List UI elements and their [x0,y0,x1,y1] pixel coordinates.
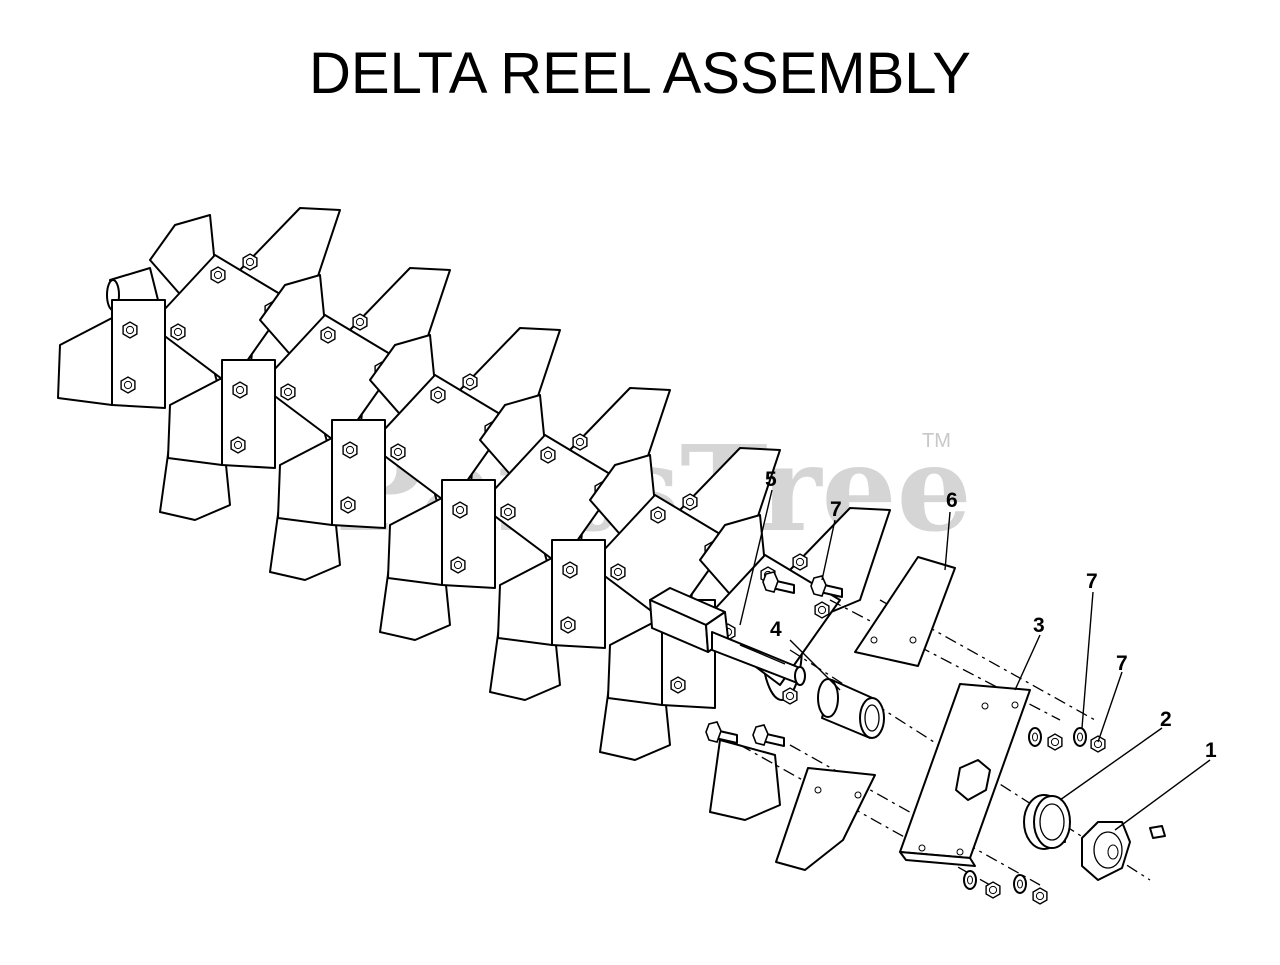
leader-line-3 [1014,634,1041,691]
hex-bolt [752,724,785,747]
callout-5[interactable]: 5 [765,468,777,491]
leader-line-5 [739,489,773,626]
hex-nut [462,373,478,391]
hex-bolt [810,575,843,598]
reel-mount-plate [441,479,496,589]
reel-mount-plate [111,299,166,409]
shaft-part-5 [649,587,806,686]
reel-wing-plate [167,377,223,466]
lock-nut [1032,887,1048,905]
hex-nut [450,556,466,574]
hex-nut [242,253,258,271]
reel-blade-station [607,507,891,821]
flat-washer [1073,727,1087,747]
reel-mount-plate [331,419,386,529]
exploded-hardware [649,556,1166,886]
reel-assembly-drawing [57,207,891,821]
lock-collar-part-1 [1081,821,1166,881]
flat-washer [963,870,977,890]
callout-leaders [739,489,1211,831]
leader-line-7a [821,519,836,581]
reel-mount-plate [221,359,276,469]
leader-line-4 [789,639,841,691]
flat-washer [1013,874,1027,894]
hex-nut [540,446,556,464]
lock-nut [1090,735,1106,753]
leader-line-7c [1097,671,1123,743]
hex-nut [814,601,830,619]
hex-nut [1090,735,1106,753]
leader-line-7b [1081,591,1094,729]
hex-nut [342,441,358,459]
hex-nut [320,326,336,344]
reel-wing-plate [497,557,553,646]
hex-nut [670,676,686,694]
callout-3[interactable]: 3 [1033,614,1045,637]
reel-mount-plate [551,539,606,649]
hex-nut [650,506,666,524]
callout-7[interactable]: 7 [1086,570,1098,593]
reel-wing-plate [607,617,663,706]
hex-nut [452,501,468,519]
hex-nut [610,563,626,581]
bolt-axis-line [829,599,1061,721]
hex-nut [500,503,516,521]
bearing-flange-part-3 [899,683,1031,867]
hex-nut [230,436,246,454]
hex-nut [1047,733,1063,751]
callout-7[interactable]: 7 [1116,652,1128,675]
hex-bolt [762,571,795,594]
lock-nut [1047,733,1063,751]
blade-plate-lower [775,767,876,871]
hex-nut [390,443,406,461]
lock-nut [985,881,1001,899]
bolt-axis-line [879,599,1096,721]
hex-nut [170,323,186,341]
fastener-hardware [705,571,1106,905]
callout-6[interactable]: 6 [946,489,958,512]
hex-nut [210,266,226,284]
hex-nut [1032,887,1048,905]
leader-line-1 [1114,759,1211,831]
bearing-part-2 [1023,794,1071,850]
reel-wing-plate [277,437,333,526]
hex-nut [120,376,136,394]
reel-blade [709,739,781,821]
bolt-axis-line [739,744,991,886]
hex-nut [352,313,368,331]
reel-wing-plate [57,317,113,406]
hex-nut [572,433,588,451]
flat-washer [1028,727,1042,747]
page-title: DELTA REEL ASSEMBLY [309,41,971,106]
hex-nut [985,881,1001,899]
leader-line-2 [1059,727,1163,801]
hex-nut [792,553,808,571]
callout-1[interactable]: 1 [1205,739,1217,762]
hex-nut [682,493,698,511]
callout-4[interactable]: 4 [770,618,782,641]
hex-nut [562,561,578,579]
callout-7[interactable]: 7 [830,498,842,521]
hex-nut [232,381,248,399]
leader-line-6 [944,511,951,571]
hex-nut [430,386,446,404]
hex-nut [122,321,138,339]
hex-nut [340,496,356,514]
callout-labels: 5 4 6 7 3 7 7 2 1 [765,468,1217,762]
bushing-part-4 [817,678,885,739]
hex-nut [782,687,798,705]
watermark-trademark: TM [922,430,951,452]
blade-plate-part-6 [854,556,956,667]
hex-nut [280,383,296,401]
callout-2[interactable]: 2 [1160,708,1172,731]
hex-nut [560,616,576,634]
hex-bolt [705,721,738,744]
